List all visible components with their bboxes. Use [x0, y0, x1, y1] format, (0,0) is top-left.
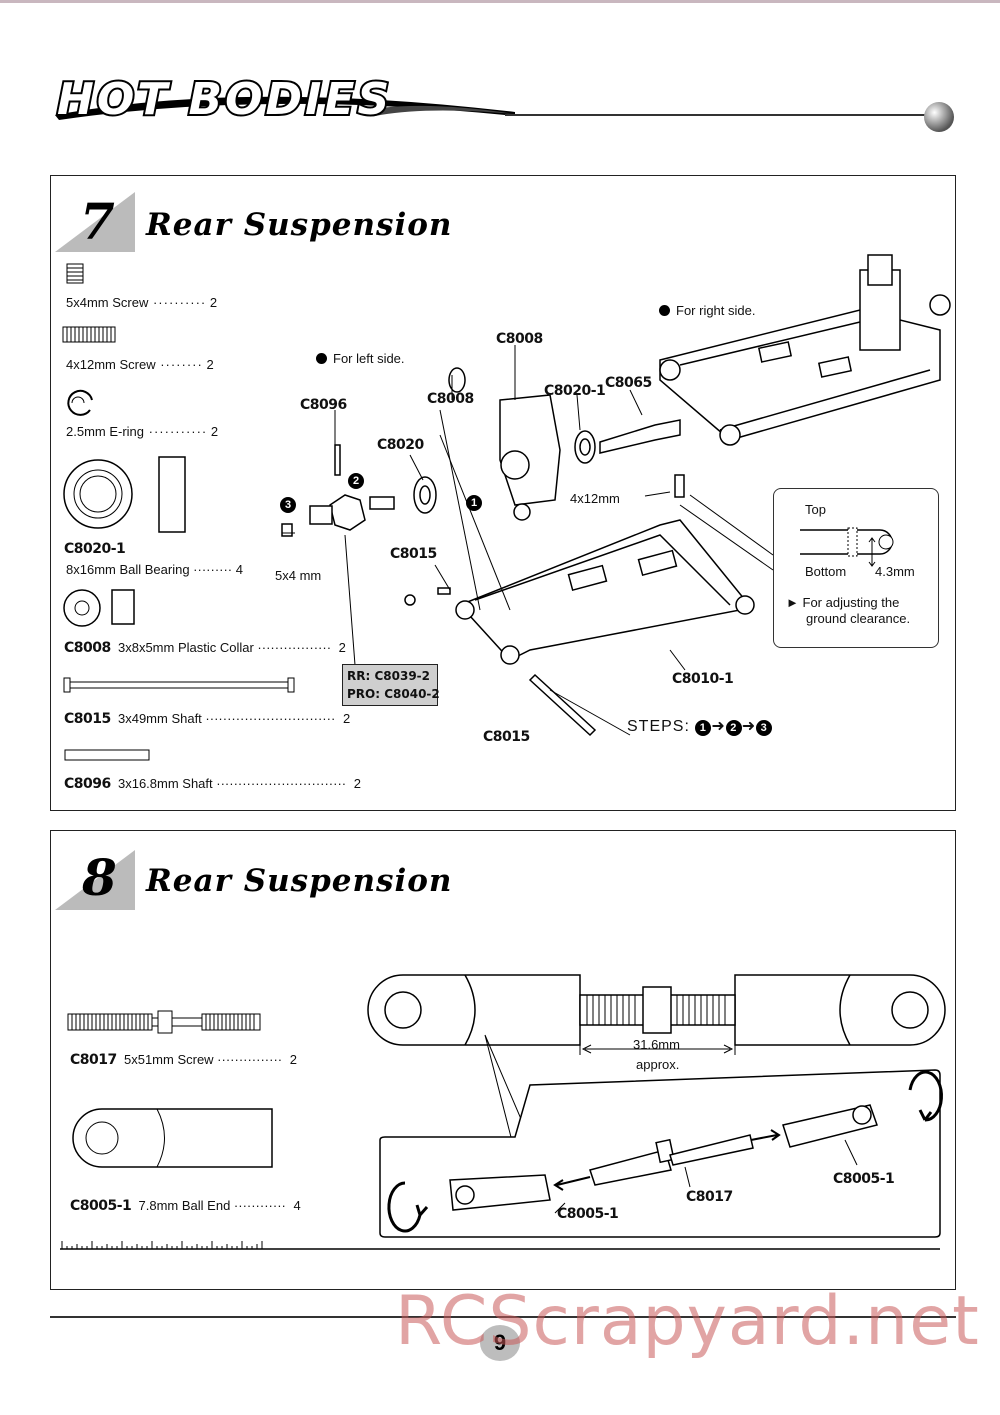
dimension-31-6mm: 31.6mm — [633, 1037, 680, 1052]
bearings-and-axle — [413, 367, 681, 514]
e-ring-and-pin — [404, 587, 597, 737]
callout-c8010-1: C8010-1 — [672, 671, 734, 687]
step-marker-2: 2 — [348, 473, 364, 489]
step-marker-1: 1 — [466, 495, 482, 511]
step-8-turnbuckle-diagram — [367, 974, 946, 1238]
step-7-exploded-diagram — [281, 254, 951, 737]
lower-suspension-arm — [455, 474, 755, 665]
right-suspension-arm — [659, 254, 951, 446]
turnbuckle-screw-icon — [67, 1010, 261, 1034]
ground-clearance-inset — [773, 488, 939, 648]
dimension-approx: approx. — [636, 1057, 680, 1072]
watermark: RCScrapyard.net — [395, 1282, 980, 1361]
arrow-right-icon: ➜ — [741, 718, 757, 735]
shaft-3x16-icon — [64, 749, 150, 761]
part-c8017-screw: C8017 5x51mm Screw ··············· 2 — [70, 1052, 297, 1068]
step-8-panel — [50, 830, 956, 1290]
top-border — [0, 0, 1000, 3]
step-marker-3: 3 — [280, 497, 296, 513]
header-rule — [505, 114, 925, 116]
e-ring-icon — [67, 389, 93, 416]
shaft-3x49-icon — [63, 677, 295, 693]
part-4x12-screw: 4x12mm Screw ········ 2 — [66, 357, 214, 372]
pointer-arrow-icon: ► — [786, 595, 799, 610]
ground-clearance-diagram — [800, 527, 894, 567]
part-c8005-1-ball-end: C8005-1 7.8mm Ball End ············ 4 — [70, 1198, 301, 1214]
callout-c8096: C8096 — [300, 397, 347, 413]
inset-note: ► For adjusting the — [786, 595, 900, 610]
inset-top-label: Top — [805, 502, 826, 517]
rr-part-code: RR: C8039-2 — [347, 669, 430, 683]
page-number: 9 — [480, 1325, 520, 1361]
step-7-panel — [50, 175, 956, 811]
part-code-c8020-1: C8020-1 — [64, 541, 126, 557]
leader-lines — [282, 345, 774, 736]
measuring-ruler — [60, 1241, 940, 1250]
sphere-ornament-icon — [924, 102, 954, 132]
callout-c8008-top: C8008 — [496, 331, 543, 347]
callout-c8020: C8020 — [377, 437, 424, 453]
logo-text: HOT BODIES — [57, 74, 392, 125]
ball-bearing-icon — [63, 456, 186, 533]
note-left-side: For left side. — [316, 351, 405, 366]
steps-sequence: STEPS: 1➜2➜3 — [627, 716, 773, 736]
callout-c8015-pin: C8015 — [390, 546, 437, 562]
callout-c8008-collar: C8008 — [427, 391, 474, 407]
footer-rule — [50, 1316, 956, 1318]
step-8-number: 8 — [82, 848, 117, 907]
note-right-side: For right side. — [659, 303, 755, 318]
callout-c8015-shaft: C8015 — [483, 729, 530, 745]
steps-circle-3: 3 — [756, 720, 773, 736]
callout-5x4mm: 5x4 mm — [275, 568, 322, 583]
plastic-collar-icon — [63, 589, 135, 627]
hot-bodies-logo: HOT BODIES — [55, 72, 515, 127]
hub-carrier — [499, 394, 561, 521]
callout-c8017: C8017 — [686, 1189, 733, 1205]
part-e-ring: 2.5mm E-ring ··········· 2 — [66, 424, 219, 439]
step-8-corner-shade — [55, 850, 135, 910]
callout-c8005-1-left: C8005-1 — [557, 1206, 619, 1222]
part-5x4-screw: 5x4mm Screw ·········· 2 — [66, 295, 218, 310]
screw-4x12-icon — [62, 326, 116, 343]
part-plastic-collar: C8008 3x8x5mm Plastic Collar ···········… — [64, 640, 346, 656]
step-7-corner-shade — [55, 192, 135, 252]
ball-end-icon — [72, 1108, 273, 1168]
part-shaft-3x16: C8096 3x16.8mm Shaft ···················… — [64, 776, 361, 792]
part-shaft-3x49: C8015 3x49mm Shaft ·····················… — [64, 711, 351, 727]
pro-part-code: PRO: C8040-2 — [347, 687, 440, 701]
step-7-number: 7 — [80, 192, 115, 251]
screw-5x4-icon — [66, 263, 84, 284]
arrow-right-icon: ➜ — [711, 718, 726, 735]
callout-c8005-1-right: C8005-1 — [833, 1171, 895, 1187]
step-8-title: Rear Suspension — [146, 863, 453, 899]
inset-note-line2: ground clearance. — [806, 611, 911, 626]
hex-hub — [281, 444, 395, 537]
rr-pro-part-box: RR: C8039-2 PRO: C8040-2 — [342, 664, 440, 706]
inset-measure-label: 4.3mm — [875, 564, 915, 579]
bullet-icon — [316, 353, 327, 364]
callout-c8065: C8065 — [605, 375, 652, 391]
steps-circle-2: 2 — [725, 720, 742, 736]
callout-4x12mm: 4x12mm — [570, 491, 620, 506]
inset-bottom-label: Bottom — [805, 564, 847, 579]
steps-circle-1: 1 — [695, 720, 712, 736]
part-ball-bearing: 8x16mm Ball Bearing ········· 4 — [66, 562, 243, 577]
callout-c8020-1: C8020-1 — [544, 383, 606, 399]
bullet-icon — [659, 305, 670, 316]
step-7-title: Rear Suspension — [146, 207, 453, 243]
